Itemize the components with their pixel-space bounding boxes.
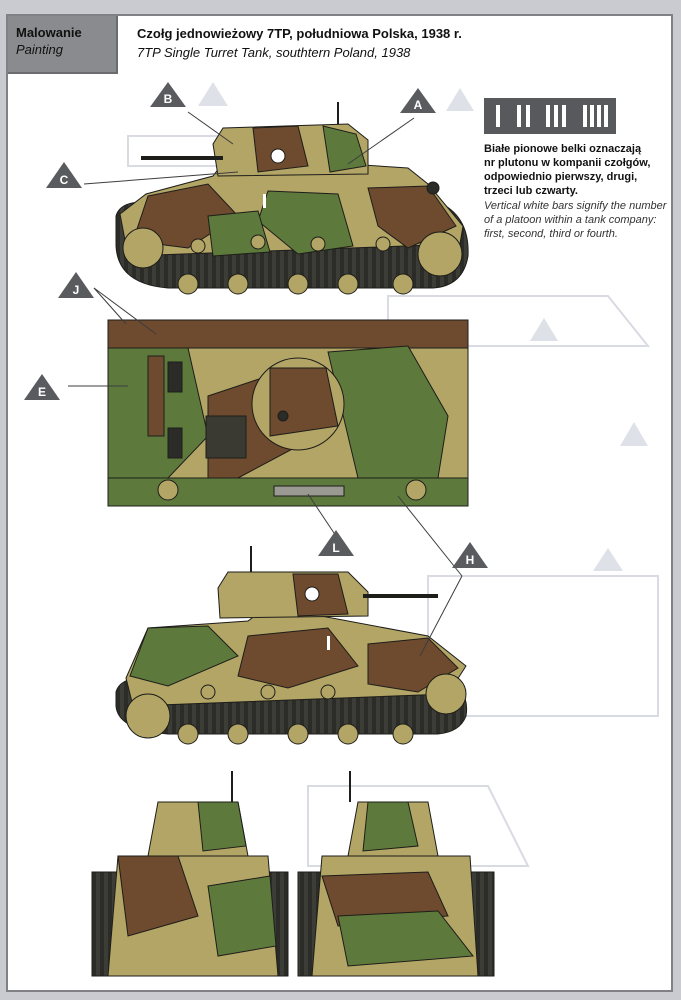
callout-label-a: A: [414, 98, 423, 112]
right-side-view: [115, 546, 468, 745]
callout-marker-b: [150, 82, 186, 107]
note-line: Vertical white bars signify the number: [484, 200, 667, 212]
platoon-bar: [562, 105, 566, 127]
note-line: odpowiednio pierwszy, drugi,: [484, 171, 638, 183]
callout-label-c: C: [60, 173, 69, 187]
platoon-bar: [597, 105, 601, 127]
callout-marker-j: [58, 272, 94, 298]
note-line: first, second, third or fourth.: [484, 228, 618, 240]
section-label-english: Painting: [16, 42, 63, 57]
callout-marker-l: [318, 530, 354, 556]
callout-leaders: [68, 111, 463, 657]
platoon-bar: [526, 105, 530, 127]
platoon-bar: [496, 105, 500, 127]
platoon-bar: [263, 194, 266, 208]
top-view: [107, 319, 469, 507]
platoon-bar: [546, 105, 550, 127]
callout-label-b: B: [164, 92, 173, 106]
callout-label-e: E: [38, 385, 46, 399]
callout-marker-a: [400, 88, 436, 113]
page-title-polish: Czołg jednowieżowy 7TP, południowa Polsk…: [137, 26, 462, 41]
platoon-bar: [583, 105, 587, 127]
note-line: nr plutonu w kompanii czołgów,: [484, 157, 651, 169]
note-line: Białe pionowe belki oznaczają: [484, 143, 642, 155]
callout-marker-e: [24, 374, 60, 400]
note-line: of a platoon within a tank company:: [484, 214, 657, 226]
page-title-english: 7TP Single Turret Tank, southtern Poland…: [137, 45, 411, 60]
instruction-sheet: Malowanie Painting Czołg jednowieżowy 7T…: [6, 14, 673, 992]
callout-marker-h: [452, 542, 488, 568]
callout-marker-c: [46, 162, 82, 188]
note-line: trzeci lub czwarty.: [484, 185, 578, 197]
callout-label-j: J: [73, 283, 80, 297]
rear-view: [297, 771, 495, 977]
platoon-note-english: Vertical white bars signify the number o…: [484, 199, 670, 241]
platoon-bar: [517, 105, 521, 127]
section-label-polish: Malowanie: [16, 25, 82, 40]
platoon-note-polish: Białe pionowe belki oznaczają nr plutonu…: [484, 142, 670, 198]
platoon-bars-legend: [484, 98, 616, 134]
tank-drawings: B A C J E L H: [24, 82, 495, 977]
platoon-bar: [604, 105, 608, 127]
callout-label-l: L: [332, 541, 339, 555]
platoon-bar: [554, 105, 558, 127]
left-side-view: [115, 102, 469, 295]
platoon-bar: [590, 105, 594, 127]
section-header-box: Malowanie Painting: [8, 16, 118, 74]
show-through-print: [127, 82, 659, 867]
callout-label-h: H: [466, 553, 475, 567]
platoon-bar: [327, 636, 330, 650]
front-view: [91, 771, 289, 977]
